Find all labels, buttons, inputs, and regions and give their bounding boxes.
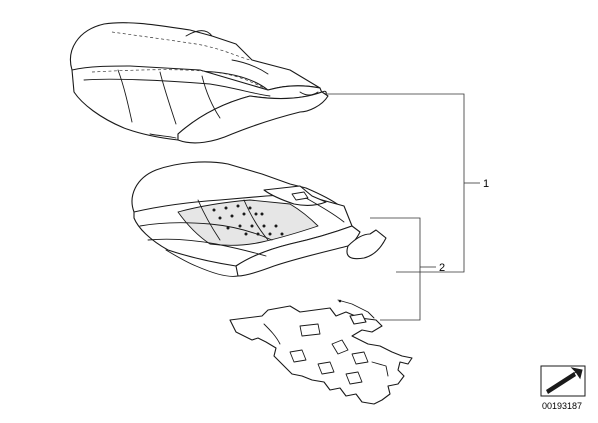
- diagram-number: 00193187: [542, 401, 582, 411]
- perforation-holes: [212, 204, 284, 236]
- seat-foam-part[interactable]: [131, 161, 387, 277]
- arrow-icon[interactable]: [540, 365, 586, 397]
- callout-leaders: [326, 93, 480, 321]
- heating-mat-part[interactable]: [229, 299, 413, 405]
- callout-1: 1: [483, 178, 489, 190]
- seat-cover-part[interactable]: [70, 22, 329, 144]
- callout-2: 2: [439, 262, 445, 274]
